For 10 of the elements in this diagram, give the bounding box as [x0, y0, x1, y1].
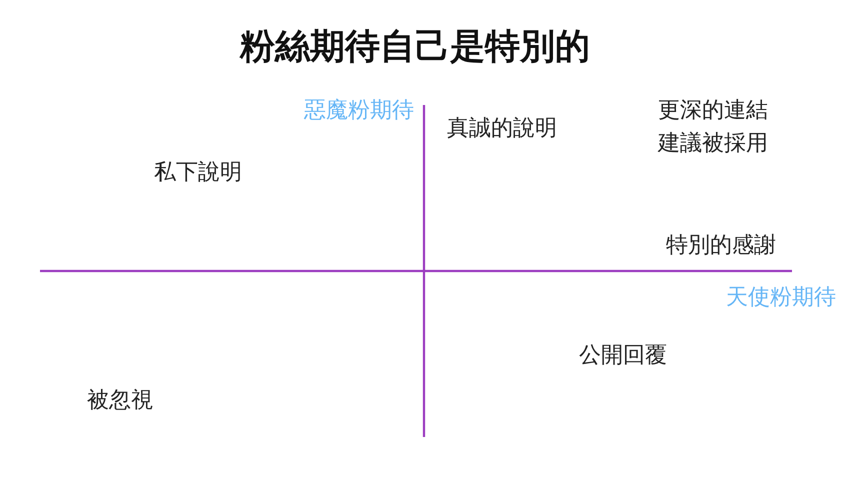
quadrant-label: 公開回覆 [579, 345, 667, 367]
chart-title: 粉絲期待自己是特別的 [238, 30, 591, 65]
axis-label: 惡魔粉期待 [304, 100, 414, 122]
quadrant-label: 被忽視 [87, 390, 153, 412]
axis-label: 天使粉期待 [726, 287, 836, 309]
quadrant-label: 真誠的說明 [447, 118, 557, 140]
quadrant-label: 私下說明 [154, 162, 242, 184]
quadrant-label: 建議被採用 [658, 133, 768, 155]
quadrant-label: 更深的連結 [658, 100, 768, 122]
quadrant-label: 特別的感謝 [666, 235, 776, 257]
